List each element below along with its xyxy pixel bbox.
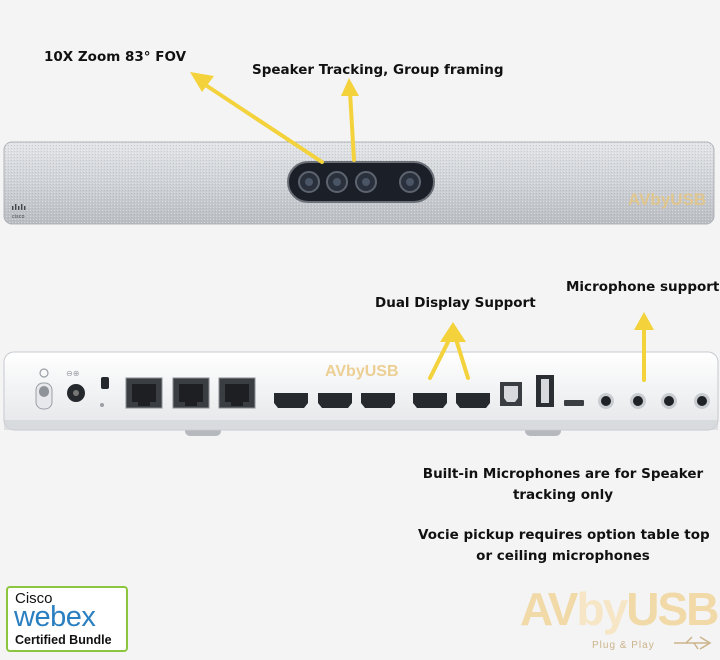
tracking-arrowhead [341,78,359,96]
hdmi-output-2 [456,393,490,408]
audio-jack-4 [694,393,710,409]
zoom-arrowhead [190,72,214,92]
mic-arrowhead [634,312,654,330]
tracking-label: Speaker Tracking, Group framing [252,62,504,78]
usb-a-port [536,375,554,407]
rear-watermark: AVbyUSB [325,363,399,380]
security-slot-icon [101,377,109,389]
badge-certified-text: Certified Bundle [15,633,112,647]
usb-plug-icon [674,636,712,650]
builtin-line-2: tracking only [512,487,614,503]
builtin-mics-note: Built-in Microphones are for Speaker tra… [420,464,706,506]
badge-webex-text: webex [14,601,96,633]
ethernet-port-3 [218,377,256,409]
front-camera-bar: cisco AVbyUSB [3,141,715,225]
avbyusb-logo: AVbyUSB [520,582,719,636]
ethernet-port-1 [125,377,163,409]
pickup-line-2: or ceiling microphones [476,548,650,564]
builtin-line-1: Built-in Microphones are for Speaker [422,466,704,482]
logo-by: by [576,583,629,635]
webex-certified-badge: Cisco webex Certified Bundle [6,586,128,652]
usb-b-port [500,382,522,406]
logo-usb: USB [626,583,719,635]
rear-connector-panel: ⊖⊕ AVbyUSB [3,351,719,436]
front-watermark: AVbyUSB [628,190,706,209]
logo-av: AV [520,583,578,635]
zoom-label: 10X Zoom 83° FOV [44,49,187,65]
ethernet-port-2 [172,377,210,409]
audio-jack-3 [661,393,677,409]
power-input-icon: ⊖⊕ [66,369,85,402]
annotation-arrows [190,72,654,382]
power-switch-icon [35,368,53,410]
dual-display-arrowhead [440,322,466,342]
cisco-logo-icon [12,204,26,210]
logo-tagline: Plug & Play [592,640,655,651]
badge-cisco-text: Cisco [15,590,53,607]
hdmi-output-1 [413,393,447,408]
pickup-note: Vocie pickup requires option table top o… [418,525,710,567]
audio-jack-1 [598,393,614,409]
micro-usb-port [564,400,584,406]
pickup-line-1: Vocie pickup requires option table top [418,527,710,543]
dual-display-label: Dual Display Support [375,295,536,311]
mic-support-label: Microphone support [566,279,720,295]
hdmi-input-3 [361,393,395,408]
hdmi-input-2 [318,393,352,408]
audio-jack-2 [630,393,646,409]
hdmi-input-1 [274,393,308,408]
front-brand-text: cisco [12,214,25,220]
svg-text:⊖⊕: ⊖⊕ [66,369,79,378]
